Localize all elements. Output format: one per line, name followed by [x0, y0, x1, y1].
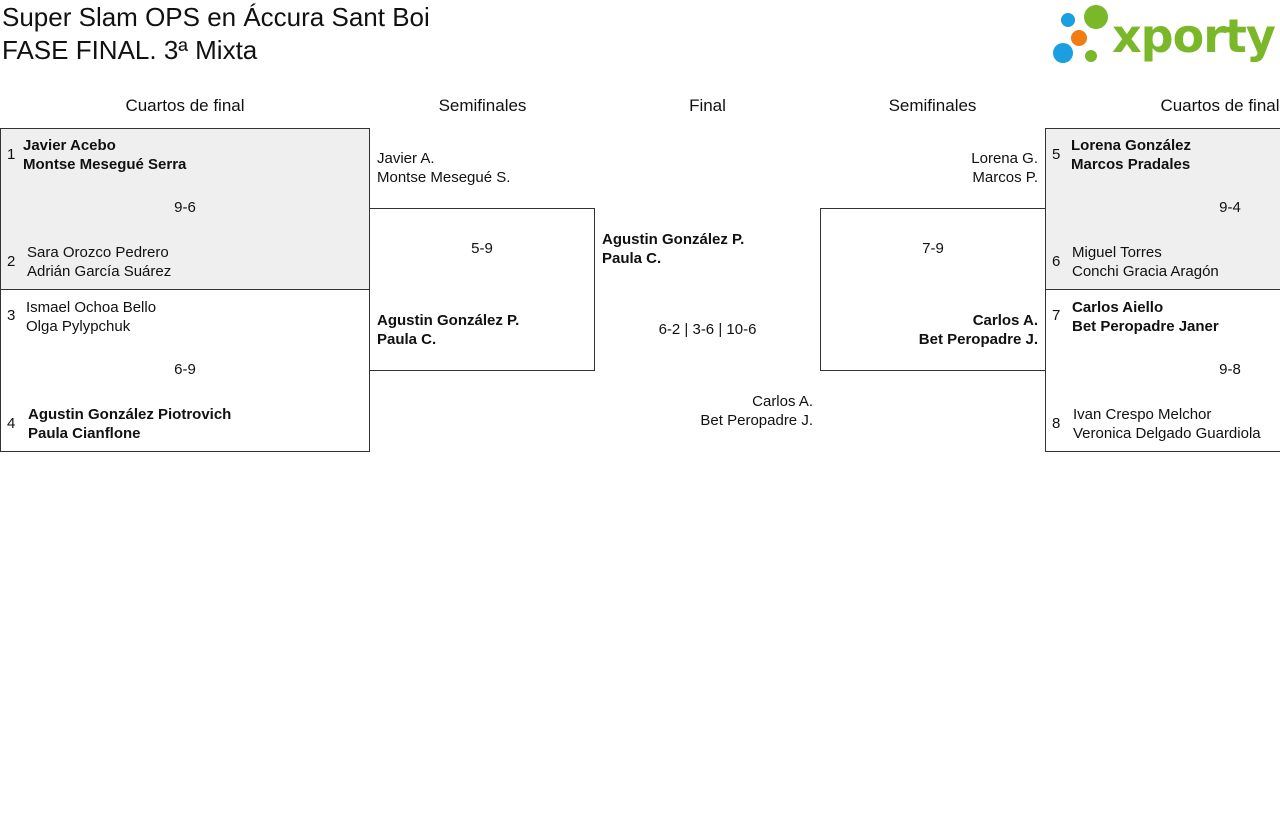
- seed-4: 4: [7, 415, 16, 432]
- col-header-qf-left: Cuartos de final: [125, 96, 245, 115]
- match-score: 9-4: [1219, 199, 1241, 216]
- player-name: Veronica Delgado Guardiola: [1073, 425, 1261, 442]
- player-name: Ivan Crespo Melchor: [1073, 406, 1212, 423]
- final-score: 6-2 | 3-6 | 10-6: [658, 321, 757, 338]
- match-score: 7-9: [922, 240, 944, 257]
- player-name: Paula C.: [602, 250, 662, 267]
- qf-right-container: 5 Lorena González Marcos Pradales 9-4 6 …: [1045, 128, 1280, 452]
- player-name: Javier A.: [377, 150, 435, 167]
- seed-3: 3: [7, 307, 16, 324]
- seed-8: 8: [1052, 415, 1061, 432]
- player-name: Carlos Aiello: [1072, 299, 1164, 316]
- seed-2: 2: [7, 253, 16, 270]
- player-name: Marcos Pradales: [1071, 156, 1191, 173]
- player-name: Bet Peropadre J.: [918, 331, 1038, 348]
- match-score: 5-9: [471, 240, 493, 257]
- player-name: Marcos P.: [972, 169, 1038, 186]
- qf-left-match-1[interactable]: [0, 128, 370, 290]
- qf-right-match-1[interactable]: [1045, 128, 1280, 290]
- player-name: Carlos A.: [752, 393, 813, 410]
- col-header-final: Final: [689, 96, 726, 115]
- seed-1: 1: [7, 146, 16, 163]
- player-name: Agustin González Piotrovich: [28, 406, 232, 423]
- player-name: Sara Orozco Pedrero: [27, 244, 169, 261]
- seed-7: 7: [1052, 307, 1061, 324]
- match-score: 6-9: [174, 361, 196, 378]
- player-name: Carlos A.: [972, 312, 1038, 329]
- player-name: Montse Mesegué S.: [377, 169, 511, 186]
- player-name: Paula Cianflone: [28, 425, 141, 442]
- xporty-logo-icon: xporty: [1053, 5, 1277, 63]
- qf-right-match-2[interactable]: [1045, 289, 1280, 452]
- xporty-logo[interactable]: xporty: [1052, 4, 1277, 66]
- match-score: 9-6: [174, 199, 196, 216]
- page-subtitle: FASE FINAL. 3ª Mixta: [2, 35, 258, 65]
- player-name: Bet Peropadre Janer: [1072, 318, 1219, 335]
- seed-6: 6: [1052, 253, 1061, 270]
- col-header-qf-right: Cuartos de final: [1160, 96, 1280, 115]
- player-name: Conchi Gracia Aragón: [1072, 263, 1219, 280]
- match-score: 9-8: [1219, 361, 1241, 378]
- player-name: Adrián García Suárez: [27, 263, 172, 280]
- player-name: Lorena González: [1071, 137, 1192, 154]
- page-title: Super Slam OPS en Áccura Sant Boi: [2, 2, 430, 32]
- player-name: Lorena G.: [971, 150, 1038, 167]
- player-name: Ismael Ochoa Bello: [26, 299, 157, 316]
- player-name: Olga Pylypchuk: [26, 318, 131, 335]
- player-name: Miguel Torres: [1072, 244, 1162, 261]
- col-header-sf-left: Semifinales: [438, 96, 527, 115]
- seed-5: 5: [1052, 146, 1061, 163]
- player-name: Paula C.: [377, 331, 437, 348]
- logo-wordmark: xporty: [1112, 9, 1276, 63]
- player-name: Montse Mesegué Serra: [23, 156, 187, 173]
- sf-left-match[interactable]: [369, 208, 595, 371]
- col-header-sf-right: Semifinales: [888, 96, 977, 115]
- player-name: Agustin González P.: [377, 312, 520, 329]
- player-name: Javier Acebo: [23, 137, 116, 154]
- player-name: Agustin González P.: [602, 231, 745, 248]
- player-name: Bet Peropadre J.: [700, 412, 813, 429]
